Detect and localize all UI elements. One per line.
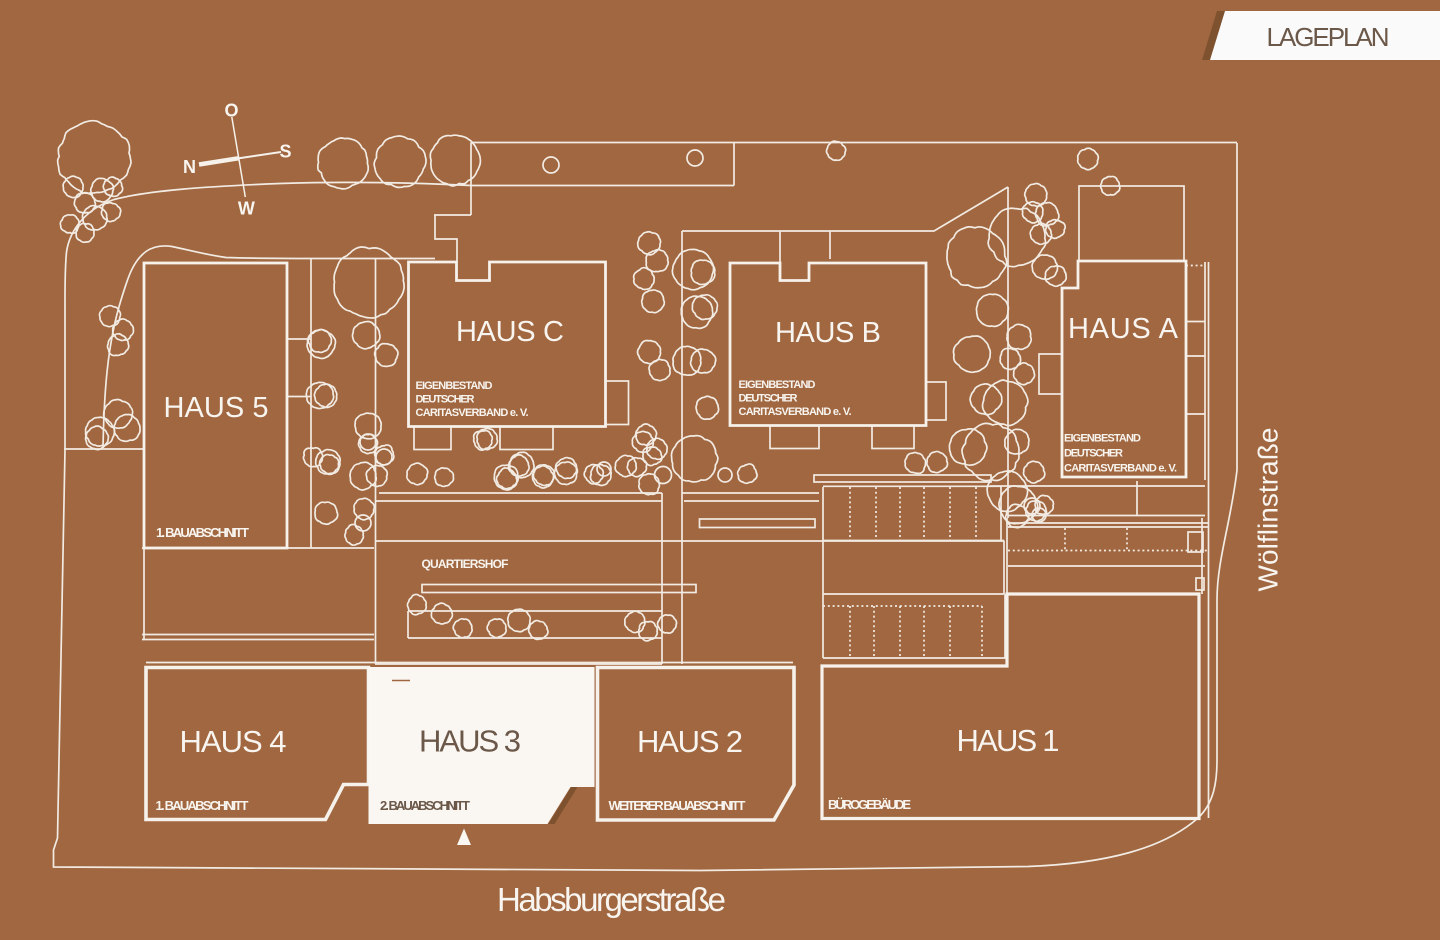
svg-text:DEUTSCHER: DEUTSCHER <box>739 393 798 405</box>
svg-text:2. BAUABSCHNITT: 2. BAUABSCHNITT <box>380 798 470 813</box>
svg-text:LAGEPLAN: LAGEPLAN <box>1267 22 1390 52</box>
svg-text:CARITASVERBAND e. V.: CARITASVERBAND e. V. <box>1064 463 1177 475</box>
svg-text:EIGENBESTAND: EIGENBESTAND <box>1064 433 1141 445</box>
svg-text:QUARTIERSHOF: QUARTIERSHOF <box>422 557 509 571</box>
svg-text:1. BAUABSCHNITT: 1. BAUABSCHNITT <box>156 798 249 813</box>
svg-text:HAUS C: HAUS C <box>456 316 564 348</box>
svg-text:HAUS B: HAUS B <box>775 317 881 349</box>
svg-text:W: W <box>238 199 255 219</box>
svg-text:DEUTSCHER: DEUTSCHER <box>416 394 475 406</box>
svg-text:DEUTSCHER: DEUTSCHER <box>1064 448 1123 460</box>
svg-text:HAUS 3: HAUS 3 <box>419 724 521 759</box>
svg-text:HAUS 4: HAUS 4 <box>180 724 287 759</box>
svg-text:BÜROGEBÄUDE: BÜROGEBÄUDE <box>828 797 911 812</box>
svg-text:Wölflinstraße: Wölflinstraße <box>1253 428 1284 592</box>
svg-text:HAUS A: HAUS A <box>1068 313 1179 345</box>
svg-text:HAUS 5: HAUS 5 <box>164 392 269 424</box>
svg-text:Habsburgerstraße: Habsburgerstraße <box>497 881 726 918</box>
svg-text:HAUS 1: HAUS 1 <box>957 723 1060 758</box>
svg-text:HAUS 2: HAUS 2 <box>637 724 743 759</box>
svg-text:WEITERER BAUABSCHNITT: WEITERER BAUABSCHNITT <box>609 798 746 813</box>
svg-text:EIGENBESTAND: EIGENBESTAND <box>416 380 493 392</box>
svg-text:O: O <box>224 101 238 121</box>
svg-text:N: N <box>183 157 196 177</box>
svg-text:EIGENBESTAND: EIGENBESTAND <box>739 379 816 391</box>
svg-text:CARITASVERBAND e. V.: CARITASVERBAND e. V. <box>739 406 852 418</box>
svg-text:CARITASVERBAND e. V.: CARITASVERBAND e. V. <box>416 407 529 419</box>
svg-text:S: S <box>279 142 291 162</box>
svg-text:1. BAUABSCHNITT: 1. BAUABSCHNITT <box>156 525 249 540</box>
